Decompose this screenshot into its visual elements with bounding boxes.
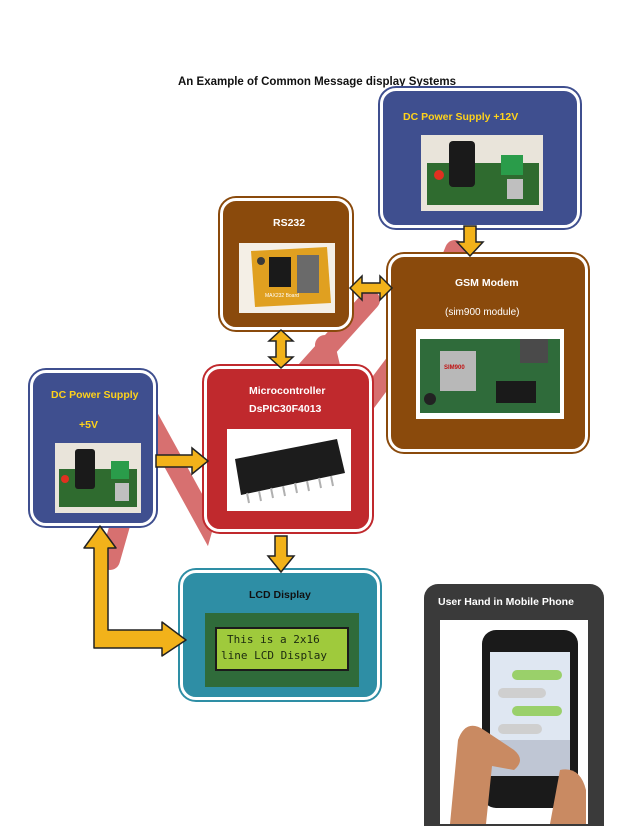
gsm-modem-sublabel: (sim900 module) [445,307,520,318]
power-board-5v-image [55,443,141,513]
rs232-block: RS232 MAX232 Board [220,198,352,330]
diagram-title: An Example of Common Message display Sys… [178,76,457,88]
rs232-board-image: MAX232 Board [239,243,335,313]
microcontroller-label: Microcontroller [249,385,326,397]
mobile-phone-label: User Hand in Mobile Phone [438,596,574,608]
gsm-modem-label: GSM Modem [455,277,519,289]
dc-power-supply-12v-block: DC Power Supply +12V [380,88,580,228]
gsm-module-image: SIM900 [416,329,564,419]
arrow-mcu-to-lcd [266,535,296,574]
dc-power-supply-5v-block: DC Power Supply +5V [30,370,156,526]
microcontroller-block: Microcontroller DsPIC30F4013 [204,366,372,532]
arrow-lcd-dc5-bidirectional [83,525,187,657]
arrow-dc12-to-gsm [455,225,485,258]
microcontroller-sublabel: DsPIC30F4013 [249,403,322,415]
dc-5v-sublabel: +5V [79,419,98,431]
pic-chip-image [227,429,351,511]
rs232-label: RS232 [273,217,306,229]
dc-12v-label: DC Power Supply +12V [403,111,519,123]
lcd-screen-line-1: This is a 2x16 [227,633,320,646]
mobile-phone-block: User Hand in Mobile Phone [424,584,604,826]
gsm-modem-block: GSM Modem (sim900 module) SIM900 [388,254,588,452]
arrow-rs232-mcu-bidirectional [267,328,295,370]
hand-holding-phone-image [440,620,588,824]
lcd-screen: This is a 2x16 line LCD Display [215,627,349,671]
lcd-screen-line-2: line LCD Display [221,649,327,662]
gsm-chip-text: SIM900 [444,365,465,371]
arrow-rs232-gsm-bidirectional [348,274,394,302]
lcd-display-label: LCD Display [249,589,311,601]
lcd-display-block: LCD Display This is a 2x16 line LCD Disp… [180,570,380,700]
power-board-12v-image [421,135,543,211]
rs232-board-text: MAX232 Board [265,293,299,299]
arrow-dc5-to-mcu [155,446,210,476]
lcd-module-image: This is a 2x16 line LCD Display [205,613,359,687]
dc-5v-label: DC Power Supply [51,389,139,401]
